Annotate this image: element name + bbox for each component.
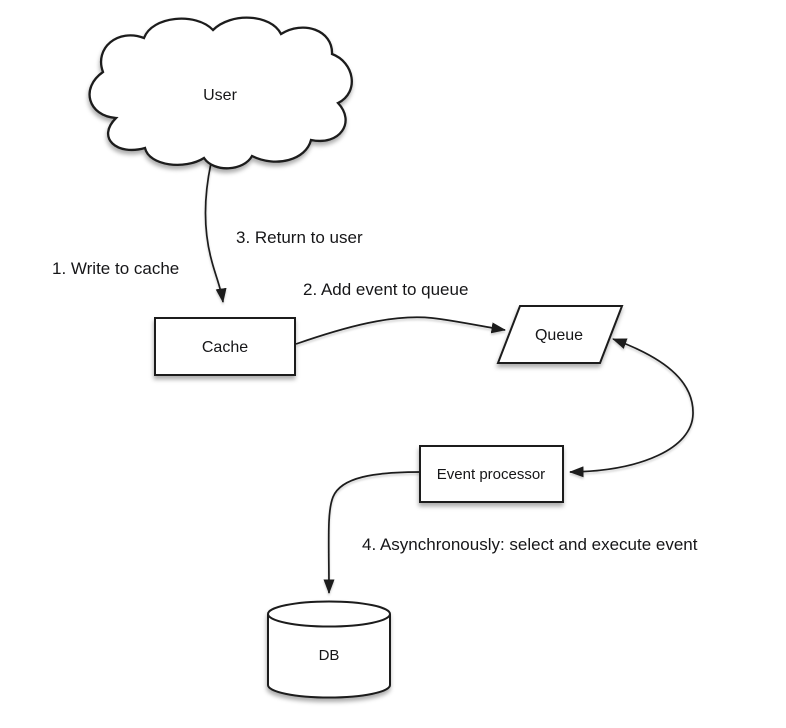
event-processor-label: Event processor [437,466,545,483]
node-cache [154,317,296,376]
user-label: User [203,87,237,104]
label-step-2: 2. Add event to queue [303,280,468,299]
node-event-processor [419,445,564,503]
db-cylinder-top [267,600,391,628]
queue-parallelogram [496,305,624,364]
cloud-shape [88,16,353,170]
cache-label: Cache [202,339,248,356]
node-queue [496,305,624,364]
event-processor-rectangle [419,445,564,503]
queue-label: Queue [535,327,583,344]
db-label: DB [319,647,340,664]
node-db [267,600,391,699]
edge-queue-processor-bidirectional [569,338,694,478]
db-cylinder-body [267,614,391,699]
edge-cache-to-queue [295,316,506,345]
label-step-4: 4. Asynchronously: select and execute ev… [362,535,698,554]
label-step-1: 1. Write to cache [52,259,179,278]
edge-user-to-cache [204,162,227,303]
node-user [88,16,353,170]
edge-processor-to-db [323,471,421,594]
label-step-3: 3. Return to user [236,228,363,247]
cache-rectangle [154,317,296,376]
